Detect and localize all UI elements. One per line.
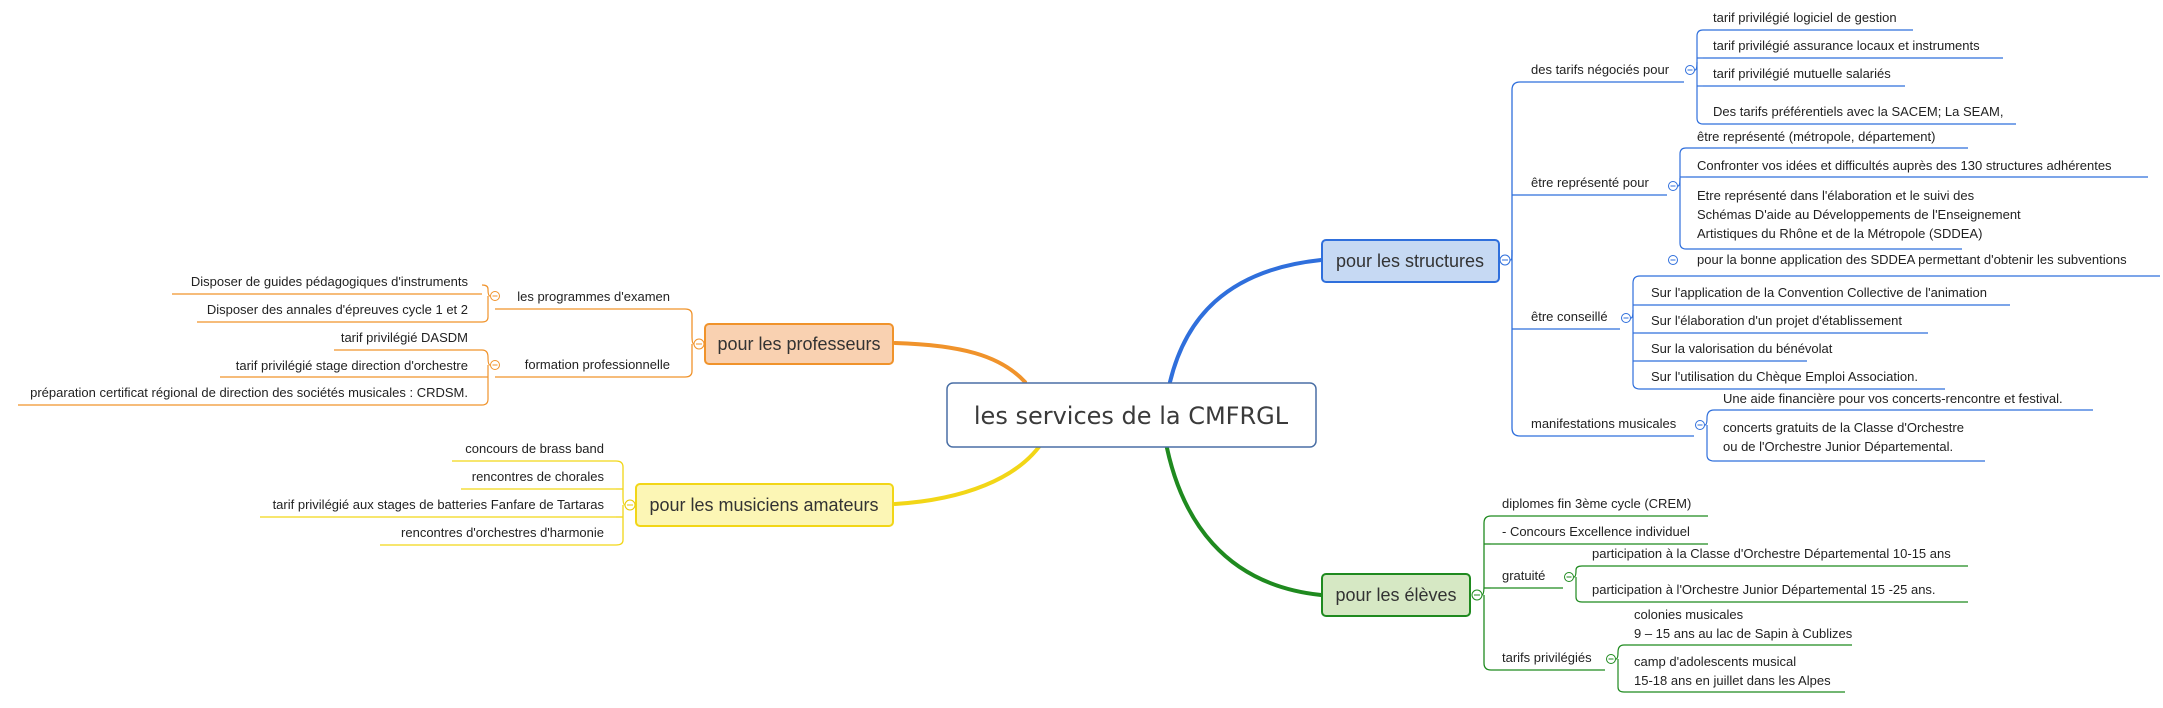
represente-item-1[interactable]: être représenté (métropole, département): [1697, 129, 1935, 144]
gratuite-item-2[interactable]: participation à l'Orchestre Junior Dépar…: [1592, 582, 1936, 597]
root-title: les services de la CMFRGL: [974, 402, 1289, 430]
branch-professeurs: pour les professeurs les programmes d'ex…: [18, 274, 894, 406]
tarif-item-1[interactable]: tarif privilégié logiciel de gestion: [1713, 10, 1897, 25]
examen-label[interactable]: les programmes d'examen: [517, 289, 670, 304]
represente-group: être représenté pour être représenté (mé…: [1520, 129, 2148, 250]
examen-item-2[interactable]: Disposer des annales d'épreuves cycle 1 …: [207, 302, 468, 317]
musiciens-item-4[interactable]: rencontres d'orchestres d'harmonie: [401, 525, 604, 540]
branch-musiciens: pour les musiciens amateurs concours de …: [260, 441, 894, 546]
tarif-item-3[interactable]: tarif privilégié mutuelle salariés: [1713, 66, 1891, 81]
formation-item-1[interactable]: tarif privilégié DASDM: [341, 330, 468, 345]
musiciens-item-3[interactable]: tarif privilégié aux stages de batteries…: [273, 497, 605, 512]
concours-item[interactable]: - Concours Excellence individuel: [1502, 524, 1690, 539]
formation-item-2[interactable]: tarif privilégié stage direction d'orche…: [236, 358, 468, 373]
tarifs-negocies-group: des tarifs négociés pour tarif privilégi…: [1520, 10, 2016, 125]
gratuite-group: gratuité participation à la Classe d'Orc…: [1491, 546, 1968, 603]
branch-structures: pour les structures des tarifs négociés …: [1321, 10, 2160, 462]
professeurs-node[interactable]: pour les professeurs: [704, 323, 894, 365]
formation-group: formation professionnelle tarif privilég…: [18, 330, 670, 406]
structures-title: pour les structures: [1336, 251, 1484, 271]
gratuite-label[interactable]: gratuité: [1502, 568, 1545, 583]
manif-label[interactable]: manifestations musicales: [1531, 416, 1677, 431]
conseille-label[interactable]: être conseillé: [1531, 309, 1608, 324]
represente-label[interactable]: être représenté pour: [1531, 175, 1649, 190]
camp-item[interactable]: camp d'adolescents musical 15-18 ans en …: [1634, 654, 1831, 688]
tarif-item-2[interactable]: tarif privilégié assurance locaux et ins…: [1713, 38, 1980, 53]
musiciens-item-2[interactable]: rencontres de chorales: [472, 469, 605, 484]
conseille-item-4[interactable]: Sur l'utilisation du Chèque Emploi Assoc…: [1651, 369, 1918, 384]
represente-item-2[interactable]: Confronter vos idées et difficultés aupr…: [1697, 158, 2112, 173]
conseille-top-item[interactable]: pour la bonne application des SDDEA perm…: [1697, 252, 2127, 267]
tarifs-eleves-group: tarifs privilégiés colonies musicales 9 …: [1491, 607, 1853, 693]
manif-item-2[interactable]: concerts gratuits de la Classe d'Orchest…: [1723, 420, 1968, 454]
conseille-item-3[interactable]: Sur la valorisation du bénévolat: [1651, 341, 1833, 356]
eleves-node[interactable]: pour les élèves: [1321, 573, 1471, 617]
formation-label[interactable]: formation professionnelle: [525, 357, 670, 372]
root-node[interactable]: les services de la CMFRGL: [946, 382, 1317, 448]
gratuite-item-1[interactable]: participation à la Classe d'Orchestre Dé…: [1592, 546, 1951, 561]
diplomes-item[interactable]: diplomes fin 3ème cycle (CREM): [1502, 496, 1691, 511]
root-connectors: [893, 258, 1323, 597]
conseille-group: être conseillé pour la bonne application…: [1520, 252, 2160, 390]
conseille-item-1[interactable]: Sur l'application de la Convention Colle…: [1651, 285, 1987, 300]
eleves-title: pour les élèves: [1335, 585, 1456, 605]
tarif-item-4[interactable]: Des tarifs préférentiels avec la SACEM; …: [1713, 104, 2003, 119]
musiciens-item-1[interactable]: concours de brass band: [465, 441, 604, 456]
structures-node[interactable]: pour les structures: [1321, 239, 1500, 283]
musiciens-node[interactable]: pour les musiciens amateurs: [635, 483, 894, 527]
colonies-item[interactable]: colonies musicales 9 – 15 ans au lac de …: [1634, 607, 1853, 641]
manif-item-1[interactable]: Une aide financière pour vos concerts-re…: [1723, 391, 2063, 406]
musiciens-title: pour les musiciens amateurs: [649, 495, 878, 515]
professeurs-title: pour les professeurs: [717, 334, 880, 354]
examen-group: les programmes d'examen Disposer de guid…: [172, 274, 670, 323]
crdsm-item[interactable]: préparation certificat régional de direc…: [30, 385, 468, 400]
tarifs-eleves-label[interactable]: tarifs privilégiés: [1502, 650, 1592, 665]
tarifs-negocies-label[interactable]: des tarifs négociés pour: [1531, 62, 1670, 77]
represente-item-3[interactable]: Etre représenté dans l'élaboration et le…: [1697, 188, 2024, 241]
conseille-item-2[interactable]: Sur l'élaboration d'un projet d'établiss…: [1651, 313, 1902, 328]
branch-eleves: pour les élèves diplomes fin 3ème cycle …: [1321, 496, 1968, 693]
manif-group: manifestations musicales Une aide financ…: [1520, 391, 2093, 462]
examen-item-1[interactable]: Disposer de guides pédagogiques d'instru…: [191, 274, 469, 289]
